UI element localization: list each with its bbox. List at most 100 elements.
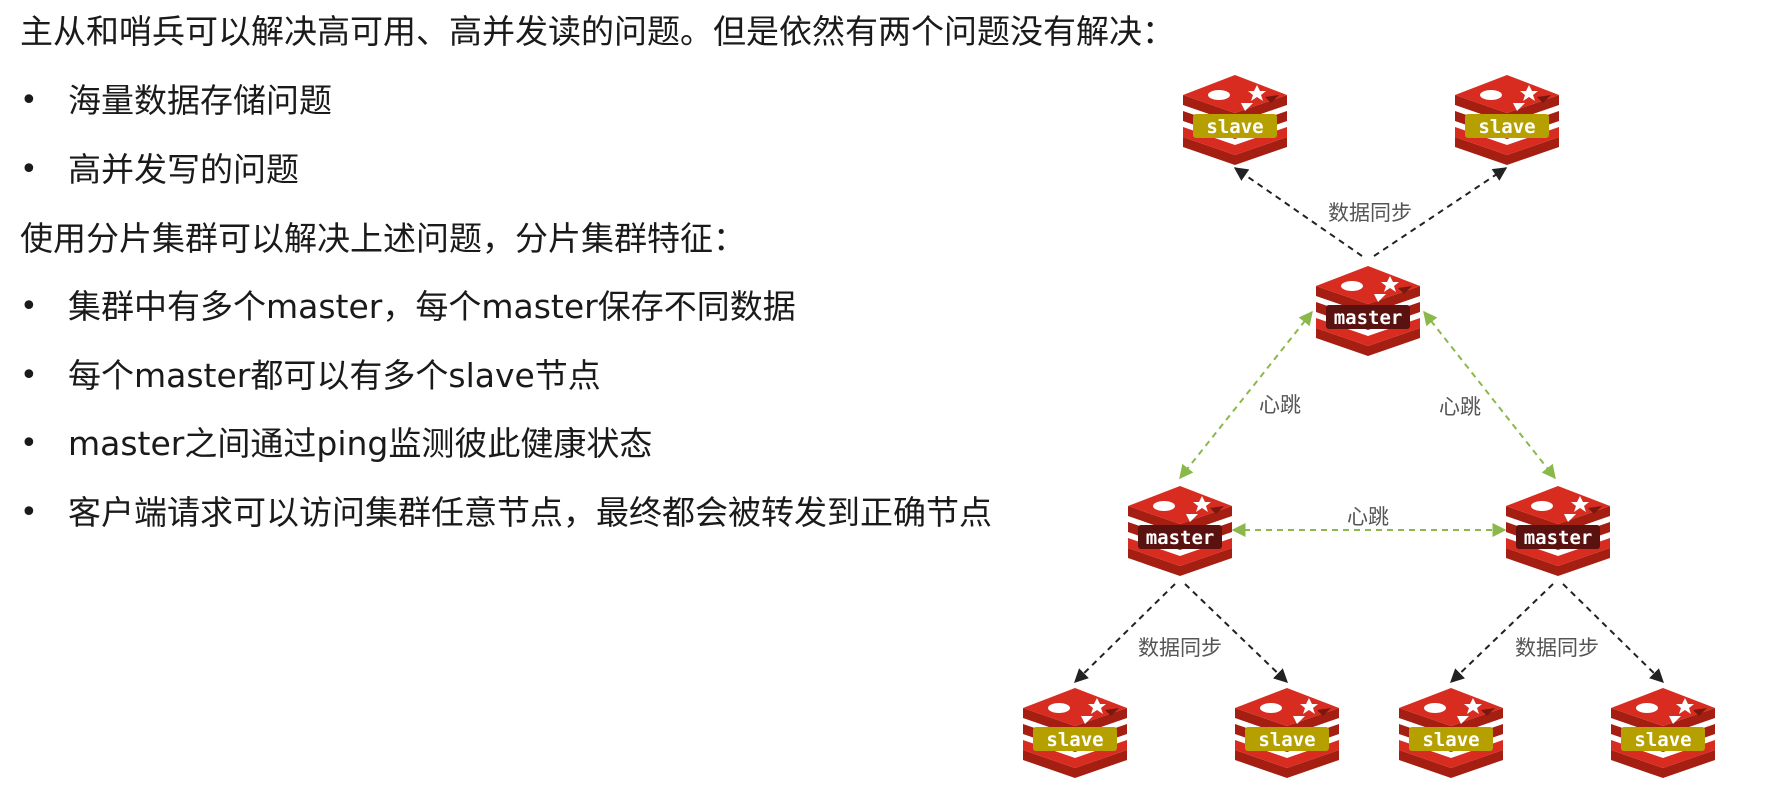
redis-top-face [1183, 75, 1287, 113]
slave-label: slave [1634, 729, 1691, 751]
node-label-band [1245, 727, 1329, 751]
redis-logo-wedge [1398, 286, 1412, 294]
redis-logo-ellipse [1480, 90, 1502, 100]
feature-text: 集群中有多个master，每个master保存不同数据 [68, 287, 796, 326]
edges-layer [1074, 167, 1664, 683]
redis-logo-triangle [1457, 716, 1469, 724]
feature-text: 客户端请求可以访问集群任意节点，最终都会被转发到正确节点 [68, 493, 992, 532]
redis-logo-wedge [1317, 708, 1331, 716]
edge-labels-layer: 数据同步心跳心跳心跳数据同步数据同步 [1138, 201, 1599, 660]
slave-node: slave [1235, 688, 1339, 778]
redis-logo-triangle [1374, 294, 1386, 302]
redis-top-face [1128, 486, 1232, 524]
slave-node: slave [1455, 75, 1559, 165]
slave-node: slave [1611, 688, 1715, 778]
intro-text: 主从和哨兵可以解决高可用、高并发读的问题。但是依然有两个问题没有解决： [20, 12, 1175, 51]
bullet-dot: • [20, 426, 38, 461]
star-icon [1571, 496, 1589, 512]
node-label-band [1409, 727, 1493, 751]
node-label-band [1326, 305, 1410, 329]
sync-edge-label: 数据同步 [1138, 636, 1222, 660]
redis-logo-wedge [1537, 95, 1551, 103]
redis-layer-shadow [1183, 137, 1287, 165]
heartbeat-edge [1179, 310, 1313, 480]
redis-layer [1023, 740, 1127, 768]
redis-layer [1235, 740, 1339, 768]
redis-top-face [1455, 75, 1559, 113]
redis-logo-triangle [1081, 716, 1093, 724]
sync-edge [1449, 583, 1554, 683]
bullet-dot: • [20, 152, 38, 187]
redis-logo-triangle [1513, 103, 1525, 111]
redis-layer [1611, 740, 1715, 768]
heartbeat-edge [1423, 310, 1556, 480]
redis-logo-ellipse [1048, 703, 1070, 713]
node-label-band [1033, 727, 1117, 751]
redis-layer [1316, 318, 1420, 346]
redis-logo-triangle [1293, 716, 1305, 724]
master-label: master [1146, 527, 1215, 549]
heartbeat-edge-label: 心跳 [1259, 393, 1301, 417]
redis-logo-wedge [1105, 708, 1119, 716]
star-icon [1248, 85, 1266, 101]
redis-layer-shadow [1316, 328, 1420, 356]
star-icon [1464, 698, 1482, 714]
slave-label: slave [1422, 729, 1479, 751]
bullet-dot: • [20, 83, 38, 118]
bullet-dot: • [20, 495, 38, 530]
redis-logo-ellipse [1341, 281, 1363, 291]
star-icon [1088, 698, 1106, 714]
redis-layer-shadow [1455, 137, 1559, 165]
redis-layer-shadow [1399, 750, 1503, 778]
redis-logo-wedge [1588, 506, 1602, 514]
redis-layer-shadow [1506, 548, 1610, 576]
problem-text: 高并发写的问题 [68, 150, 299, 189]
redis-layer-shadow [1235, 750, 1339, 778]
sync-edge-label: 数据同步 [1515, 636, 1599, 660]
redis-logo-triangle [1241, 103, 1253, 111]
redis-layer [1183, 127, 1287, 155]
redis-top-face [1399, 688, 1503, 726]
slave-label: slave [1258, 729, 1315, 751]
sync-edge [1074, 583, 1176, 683]
redis-layer [1128, 538, 1232, 566]
redis-logo-ellipse [1531, 501, 1553, 511]
redis-logo-wedge [1210, 506, 1224, 514]
sync-edge [1562, 583, 1664, 683]
redis-layer-shadow [1611, 750, 1715, 778]
solution-text: 使用分片集群可以解决上述问题，分片集群特征： [20, 219, 746, 258]
problem-text: 海量数据存储问题 [68, 81, 332, 120]
slave-label: slave [1206, 116, 1263, 138]
heartbeat-edge-label: 心跳 [1347, 505, 1389, 529]
redis-layer [1506, 538, 1610, 566]
redis-logo-triangle [1564, 514, 1576, 522]
node-label-band [1621, 727, 1705, 751]
redis-logo-wedge [1693, 708, 1707, 716]
redis-top-face [1023, 688, 1127, 726]
master-label: master [1524, 527, 1593, 549]
star-icon [1676, 698, 1694, 714]
star-icon [1381, 276, 1399, 292]
slave-node: slave [1399, 688, 1503, 778]
redis-logo-triangle [1669, 716, 1681, 724]
redis-logo-wedge [1265, 95, 1279, 103]
slave-node: slave [1023, 688, 1127, 778]
bullet-dot: • [20, 358, 38, 393]
redis-top-face [1316, 266, 1420, 304]
slave-node: slave [1183, 75, 1287, 165]
redis-logo-ellipse [1153, 501, 1175, 511]
redis-logo-ellipse [1636, 703, 1658, 713]
redis-top-face [1235, 688, 1339, 726]
sync-edge [1233, 167, 1363, 257]
master-node: master [1128, 486, 1232, 576]
redis-logo-triangle [1186, 514, 1198, 522]
redis-logo-ellipse [1424, 703, 1446, 713]
heartbeat-edge-label: 心跳 [1439, 395, 1481, 419]
bullet-dot: • [20, 289, 38, 324]
star-icon [1300, 698, 1318, 714]
sync-edge-label: 数据同步 [1328, 201, 1412, 225]
redis-logo-ellipse [1208, 90, 1230, 100]
feature-text: master之间通过ping监测彼此健康状态 [68, 424, 653, 463]
redis-top-face [1506, 486, 1610, 524]
